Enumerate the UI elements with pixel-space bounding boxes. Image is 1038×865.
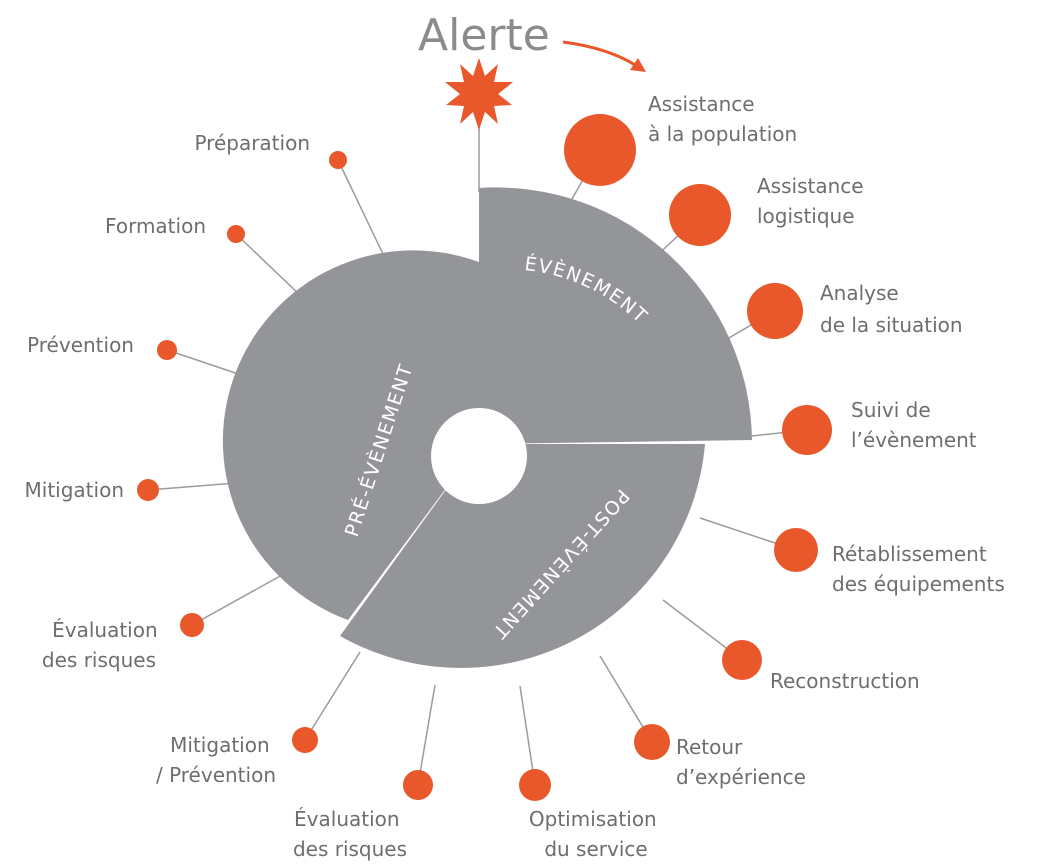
- center-hole: [431, 408, 527, 504]
- pre-evenement-segment: [222, 250, 479, 620]
- label-analyse: Analyse de la situation: [820, 281, 963, 337]
- node-dot-mitigation: [137, 479, 159, 501]
- node-dot-eval-risques-1: [180, 613, 204, 637]
- diagram-title: Alerte: [418, 10, 550, 61]
- label-reconstruction: Reconstruction: [770, 669, 920, 693]
- label-preparation: Préparation: [194, 131, 310, 155]
- alert-arrow-head: [630, 58, 646, 72]
- label-prevention: Prévention: [27, 333, 134, 357]
- label-eval-risques-1: Évaluation des risques: [42, 618, 164, 672]
- label-mitigation: Mitigation: [25, 478, 124, 502]
- node-dot-mitigation-prev: [292, 727, 318, 753]
- node-dot-retour: [634, 724, 670, 760]
- node-dot-suivi: [782, 405, 832, 455]
- label-retablissement: Rétablissement des équipements: [832, 542, 1005, 596]
- evenement-segment: [479, 187, 752, 444]
- label-assist-logistique: Assistance logistique: [757, 174, 870, 228]
- node-dot-assist-population: [564, 114, 636, 186]
- label-eval-risques-2: Évaluation des risques: [293, 807, 407, 861]
- node-dot-assist-logistique: [669, 184, 731, 246]
- label-assist-population: Assistance à la population: [648, 92, 797, 146]
- connector-mitigation-prev: [304, 651, 361, 741]
- node-dot-prevention: [157, 340, 177, 360]
- node-dot-optimisation: [519, 769, 551, 801]
- node-dot-preparation: [329, 151, 347, 169]
- alert-star-icon: [445, 58, 513, 130]
- connector-optimisation: [519, 685, 536, 786]
- alert-arrow: [562, 40, 641, 70]
- node-dot-eval-risques-2: [403, 770, 433, 800]
- label-retour: Retour d’expérience: [676, 735, 806, 789]
- label-optimisation: Optimisation du service: [529, 807, 663, 861]
- node-dot-reconstruction: [722, 640, 762, 680]
- label-suivi: Suivi de l’évènement: [851, 398, 977, 452]
- node-labels: Préparation Formation Prévention Mitigat…: [25, 92, 1005, 861]
- node-dot-formation: [227, 225, 245, 243]
- connector-eval-risques-2: [417, 684, 436, 786]
- node-dots: [137, 114, 832, 801]
- post-evenement-segment: [340, 444, 705, 668]
- node-dot-analyse: [747, 283, 803, 339]
- label-mitigation-prev: Mitigation / Prévention: [156, 733, 276, 787]
- node-dot-retablissement: [774, 528, 818, 572]
- label-formation: Formation: [105, 214, 206, 238]
